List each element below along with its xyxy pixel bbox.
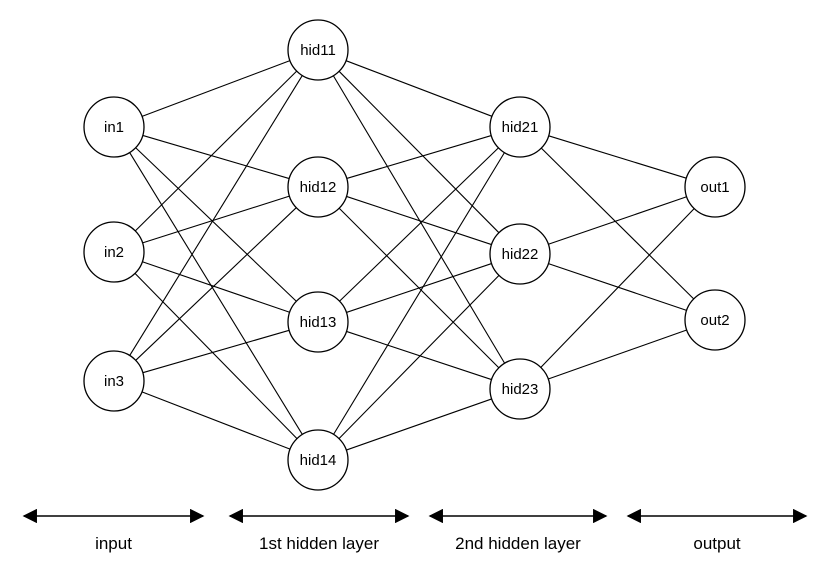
edge-in2-hid11 xyxy=(134,70,298,232)
node-label: out2 xyxy=(700,312,729,329)
edge-hid11-hid22 xyxy=(338,70,500,234)
layer-label-hidden2: 2nd hidden layer xyxy=(455,534,581,553)
node-hid21: hid21 xyxy=(489,96,551,158)
node-circle xyxy=(83,350,145,412)
node-label: hid23 xyxy=(502,381,539,398)
edge-in2-hid14 xyxy=(134,273,298,439)
node-label: hid14 xyxy=(300,452,337,469)
layer-label-hidden1: 1st hidden layer xyxy=(259,534,379,553)
node-circle xyxy=(287,19,349,81)
node-label: in3 xyxy=(104,373,124,390)
edge-in1-hid13 xyxy=(135,147,297,302)
node-circle xyxy=(287,291,349,353)
edge-hid23-out1 xyxy=(540,208,695,368)
node-circle xyxy=(287,156,349,218)
edge-in2-hid12 xyxy=(142,195,290,244)
node-label: out1 xyxy=(700,179,729,196)
edge-in3-hid12 xyxy=(135,207,297,361)
node-hid14: hid14 xyxy=(287,429,349,491)
node-hid23: hid23 xyxy=(489,358,551,420)
edge-hid14-hid23 xyxy=(346,398,492,451)
edge-hid13-hid21 xyxy=(339,147,499,302)
edge-hid14-hid22 xyxy=(338,275,500,439)
edge-hid22-out1 xyxy=(548,196,687,245)
node-circle xyxy=(684,289,746,351)
node-out1: out1 xyxy=(684,156,746,218)
node-label: in2 xyxy=(104,244,124,261)
edge-hid13-hid23 xyxy=(346,330,492,381)
layer-label-output: output xyxy=(693,534,741,553)
edge-in1-hid11 xyxy=(141,60,291,117)
node-circle xyxy=(489,358,551,420)
node-circle xyxy=(684,156,746,218)
connections xyxy=(129,60,695,451)
edge-in3-hid14 xyxy=(141,391,291,450)
node-label: hid13 xyxy=(300,314,337,331)
node-label: hid11 xyxy=(300,42,336,59)
edge-in1-hid12 xyxy=(142,134,290,180)
edge-hid12-hid22 xyxy=(346,195,492,246)
node-hid22: hid22 xyxy=(489,223,551,285)
edge-hid14-hid21 xyxy=(333,152,505,435)
edge-in3-hid13 xyxy=(142,329,290,374)
node-circle xyxy=(83,96,145,158)
node-label: hid22 xyxy=(502,246,539,263)
node-circle xyxy=(83,221,145,283)
node-label: hid21 xyxy=(502,119,539,136)
layer-label-input: input xyxy=(95,534,132,553)
node-circle xyxy=(287,429,349,491)
node-label: in1 xyxy=(104,119,124,136)
edge-hid22-out2 xyxy=(548,263,687,311)
node-in2: in2 xyxy=(83,221,145,283)
layer-spans: input 1st hidden layer 2nd hidden layer out… xyxy=(22,508,808,553)
edge-hid13-hid22 xyxy=(346,263,492,313)
edge-hid11-hid23 xyxy=(332,75,506,364)
edge-hid23-out2 xyxy=(548,329,687,380)
node-hid11: hid11 xyxy=(287,19,349,81)
node-circle xyxy=(489,223,551,285)
node-label: hid12 xyxy=(300,179,337,196)
edge-hid12-hid21 xyxy=(346,135,492,179)
edge-hid21-out2 xyxy=(540,147,695,300)
node-circle xyxy=(489,96,551,158)
node-in3: in3 xyxy=(83,350,145,412)
edge-in2-hid13 xyxy=(142,261,290,313)
node-hid12: hid12 xyxy=(287,156,349,218)
node-out2: out2 xyxy=(684,289,746,351)
neurons: in1 in2 in3 hid11 hid12 hid13 hid14 hid21 hid22 h… xyxy=(83,19,746,491)
node-in1: in1 xyxy=(83,96,145,158)
edge-in1-hid14 xyxy=(129,152,303,435)
node-hid13: hid13 xyxy=(287,291,349,353)
edge-hid11-hid21 xyxy=(345,60,493,117)
edge-hid21-out1 xyxy=(548,135,687,179)
edge-in3-hid11 xyxy=(129,75,303,356)
